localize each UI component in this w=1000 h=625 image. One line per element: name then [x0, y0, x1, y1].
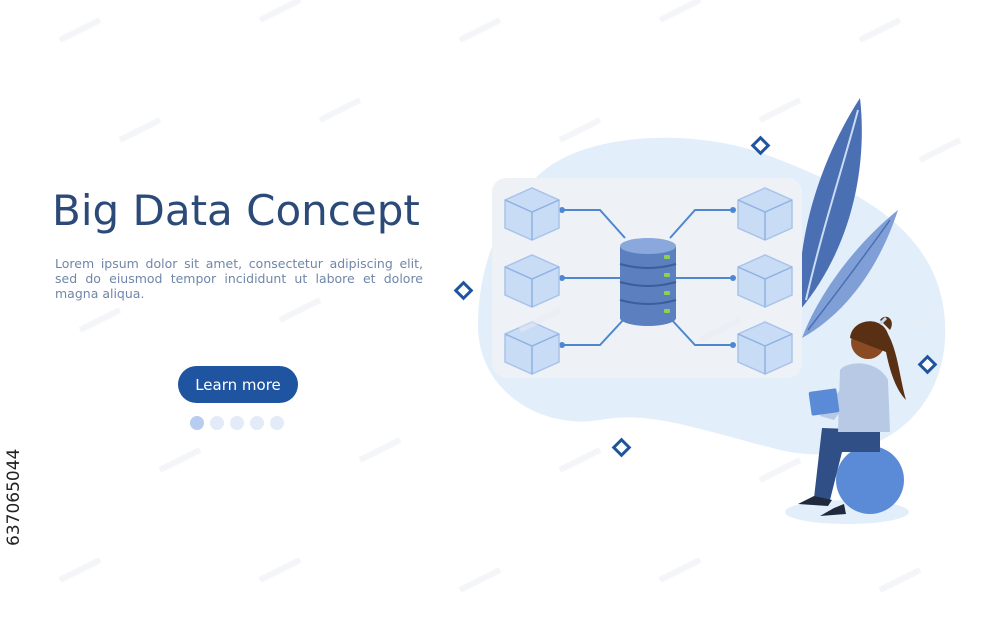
- carousel-dot-1[interactable]: [190, 416, 204, 430]
- carousel-dot-4[interactable]: [250, 416, 264, 430]
- carousel-dot-5[interactable]: [270, 416, 284, 430]
- cube-icon: [737, 187, 793, 241]
- person-illustration: [785, 316, 909, 524]
- cube-icon: [737, 254, 793, 308]
- carousel-pagination: [190, 416, 284, 430]
- big-data-illustration: [453, 98, 946, 524]
- cube-icon: [504, 254, 560, 308]
- learn-more-button[interactable]: Learn more: [178, 366, 298, 403]
- cube-icon: [504, 321, 560, 375]
- hero-description: Lorem ipsum dolor sit amet, consectetur …: [55, 256, 423, 301]
- hero-title: Big Data Concept: [52, 186, 420, 235]
- database-icon: [619, 238, 677, 326]
- cube-icon: [737, 321, 793, 375]
- cube-icon: [504, 187, 560, 241]
- carousel-dot-3[interactable]: [230, 416, 244, 430]
- carousel-dot-2[interactable]: [210, 416, 224, 430]
- stock-id: 637065044: [4, 448, 24, 546]
